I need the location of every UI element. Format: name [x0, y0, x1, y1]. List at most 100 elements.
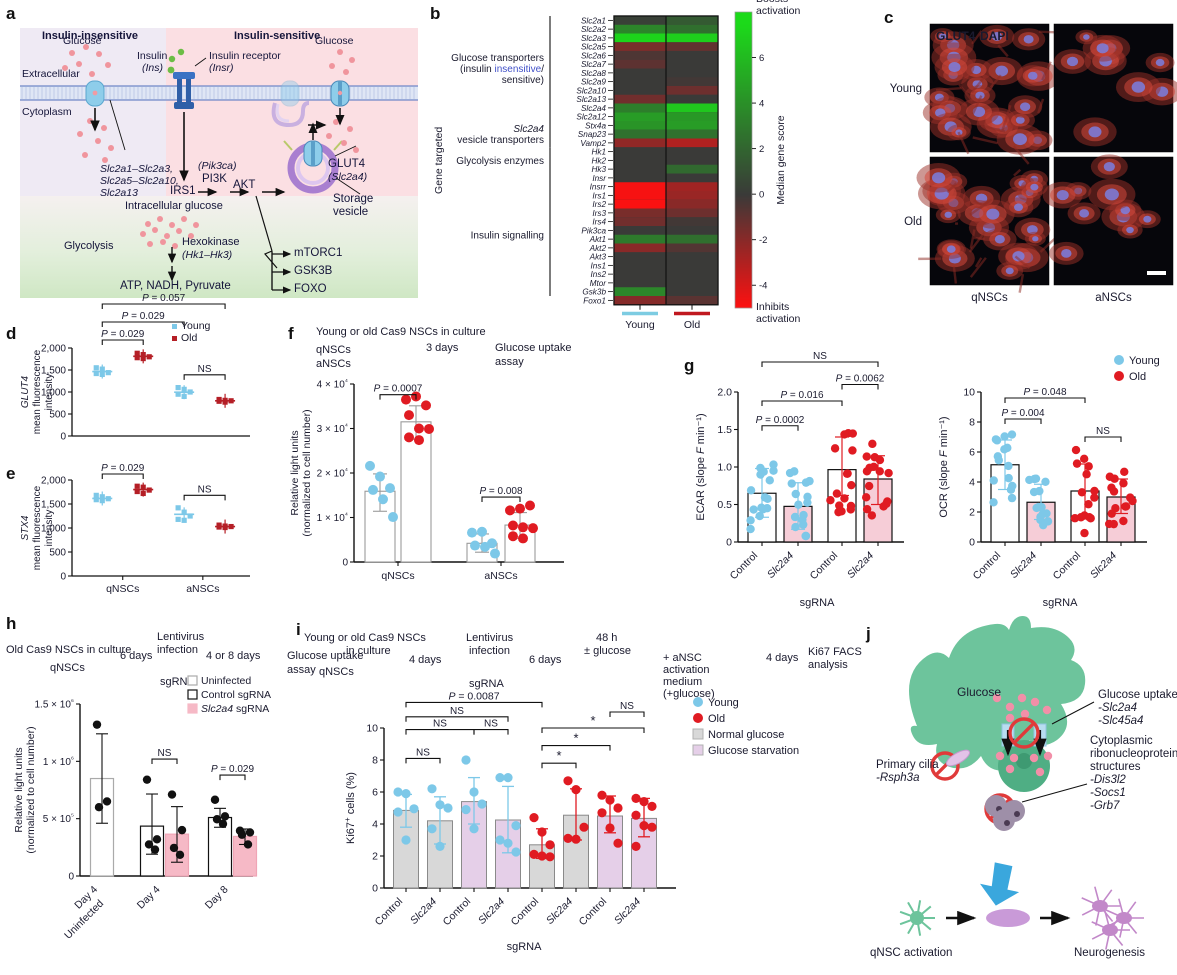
- y-tick-label: 1.5 × 10⁶: [34, 697, 74, 711]
- heatmap-cell: [666, 156, 718, 165]
- heatmap-cell: [666, 261, 718, 270]
- data-point: [861, 493, 871, 502]
- glucose-dots: [62, 44, 111, 77]
- colorbar-segment: [735, 96, 752, 98]
- x-tick-label: Slc2a4: [845, 550, 876, 581]
- legend-label: Glucose starvation: [708, 745, 799, 757]
- data-point: [237, 830, 247, 839]
- glucose-dot: [1005, 702, 1015, 712]
- colorbar-segment: [735, 229, 752, 231]
- insulin-receptor-label: Insulin receptor: [209, 50, 281, 62]
- data-point: [545, 852, 555, 862]
- significance-label: *: [556, 748, 561, 763]
- colorbar-segment: [735, 208, 752, 210]
- colorbar-segment: [735, 135, 752, 137]
- x-axis-label: sgRNA: [507, 941, 543, 953]
- colorbar-segment: [735, 73, 752, 75]
- data-point: [799, 510, 808, 520]
- colorbar-segment: [735, 87, 752, 89]
- data-point: [1041, 477, 1050, 487]
- colorbar-segment: [735, 60, 752, 62]
- significance-label: NS: [450, 706, 464, 717]
- legend-dot-young: [1114, 355, 1124, 365]
- colorbar-bottom-label-1: Inhibits: [756, 301, 789, 313]
- panel-h-result-line1: Glucose uptake: [287, 650, 364, 662]
- y-tick-label: 0: [372, 883, 378, 895]
- data-point: [746, 516, 755, 525]
- data-point: [401, 835, 411, 845]
- scatter-point: [175, 505, 181, 511]
- colorbar-segment: [735, 119, 752, 121]
- colorbar-segment: [735, 250, 752, 252]
- significance-bracket: [219, 774, 246, 781]
- panel-i-scheme-title2: in culture: [346, 645, 391, 657]
- colorbar-segment: [735, 115, 752, 117]
- hk-genes-label: (Hk1–Hk3): [182, 249, 233, 261]
- colorbar-segment: [735, 61, 752, 63]
- panel-i-qnsc-label: qNSCs: [319, 666, 354, 678]
- colorbar-segment: [735, 150, 752, 152]
- glucose-uptake-gene-2: -Slc45a4: [1098, 715, 1143, 727]
- significance-label: P = 0.029: [101, 463, 145, 474]
- colorbar-segment: [735, 283, 752, 285]
- heatmap-cell: [666, 103, 718, 113]
- colorbar-segment: [735, 294, 752, 296]
- colorbar-segment: [735, 190, 752, 192]
- colorbar-segment: [735, 58, 752, 60]
- colorbar-segment: [735, 300, 752, 302]
- data-point: [1077, 488, 1087, 497]
- data-point: [508, 531, 518, 542]
- data-point: [749, 505, 758, 514]
- data-point: [848, 429, 858, 438]
- data-point: [94, 803, 104, 812]
- colorbar-segment: [735, 92, 752, 94]
- colorbar-segment: [735, 29, 752, 31]
- colorbar-segment: [735, 189, 752, 191]
- glucose-dot: [1017, 693, 1027, 703]
- colorbar-segment: [735, 118, 752, 120]
- colorbar-segment: [735, 19, 752, 21]
- heatmap-row-label: Slc2a3: [581, 34, 606, 43]
- colorbar-segment: [735, 91, 752, 93]
- colorbar-segment: [735, 85, 752, 87]
- panel-i-arrow1-label: 4 days: [409, 654, 442, 666]
- bottom-qnsc-icon: [899, 900, 935, 936]
- colorbar-segment: [735, 50, 752, 52]
- colorbar-segment: [735, 262, 752, 264]
- colorbar-segment: [735, 232, 752, 234]
- colorbar-segment: [735, 254, 752, 256]
- y-tick-label: 0: [726, 537, 732, 549]
- colorbar-tick-label: -2: [759, 235, 767, 246]
- heatmap-row-label: Slc2a9: [581, 78, 606, 87]
- heatmap-cell: [666, 129, 718, 139]
- colorbar-segment: [735, 255, 752, 257]
- leader-line: [1021, 783, 1088, 803]
- data-point: [515, 503, 525, 514]
- heatmap-row-label: Hk2: [591, 156, 606, 165]
- significance-label: *: [573, 731, 578, 746]
- data-point: [994, 456, 1004, 465]
- data-point: [177, 825, 187, 835]
- heatmap-row-label: Akt2: [589, 244, 607, 253]
- colorbar-segment: [735, 223, 752, 225]
- neuron-network-icon: [1081, 886, 1144, 950]
- heatmap-cell: [666, 147, 718, 156]
- data-point: [1000, 432, 1009, 441]
- data-point: [647, 801, 657, 811]
- colorbar-segment: [735, 265, 752, 267]
- heatmap-cell: [614, 173, 666, 183]
- colorbar-segment: [735, 235, 752, 237]
- colorbar-segment: [735, 244, 752, 246]
- data-point: [832, 489, 842, 498]
- data-point: [505, 505, 515, 516]
- colorbar-segment: [735, 256, 752, 258]
- rnp-title-2: ribonucleoprotein: [1090, 748, 1177, 760]
- colorbar-segment: [735, 249, 752, 251]
- y-axis-label: GLUT4: [20, 375, 31, 408]
- data-point: [150, 845, 160, 854]
- y-tick-label: 1 × 10⁶: [43, 754, 74, 768]
- scatter-point: [175, 391, 181, 397]
- data-point: [756, 470, 765, 479]
- insulin-insensitive-header: Insulin-insensitive: [42, 30, 138, 42]
